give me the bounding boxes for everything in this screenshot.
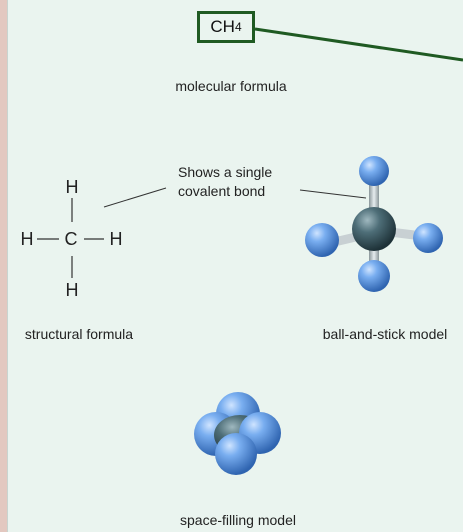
annotation-line-2: covalent bond xyxy=(178,183,265,199)
annotation-pointer-left xyxy=(103,187,167,208)
stick-bottom xyxy=(369,236,379,274)
structural-h-left: H xyxy=(21,229,34,249)
hydrogen-atom-left xyxy=(305,223,339,257)
molecular-formula-label: molecular formula xyxy=(175,78,286,94)
ball-and-stick-label: ball-and-stick model xyxy=(323,326,448,342)
sf-hydrogen-bottom xyxy=(215,433,257,475)
left-margin-strip xyxy=(0,0,7,532)
formula-subscript: 4 xyxy=(234,20,242,34)
panel-border xyxy=(7,0,8,532)
space-filling-label: space-filling model xyxy=(180,512,296,528)
structural-formula-label: structural formula xyxy=(25,326,133,342)
formula-main: CH xyxy=(210,17,235,36)
annotation-pointer-right xyxy=(299,189,367,199)
ball-and-stick-model xyxy=(305,156,443,292)
hydrogen-atom-right xyxy=(413,223,443,253)
structural-h-bottom: H xyxy=(66,280,79,300)
structural-h-right: H xyxy=(110,229,123,249)
structural-formula: H H C H H xyxy=(21,177,123,300)
stick-top xyxy=(369,183,379,223)
formula-pointer-line xyxy=(254,27,463,62)
structural-c: C xyxy=(65,229,78,249)
hydrogen-atom-top xyxy=(359,156,389,186)
hydrogen-atom-bottom xyxy=(358,260,390,292)
carbon-atom xyxy=(352,207,396,251)
space-filling-model xyxy=(194,392,281,475)
annotation-line-1: Shows a single xyxy=(178,164,272,180)
structural-h-top: H xyxy=(66,177,79,197)
